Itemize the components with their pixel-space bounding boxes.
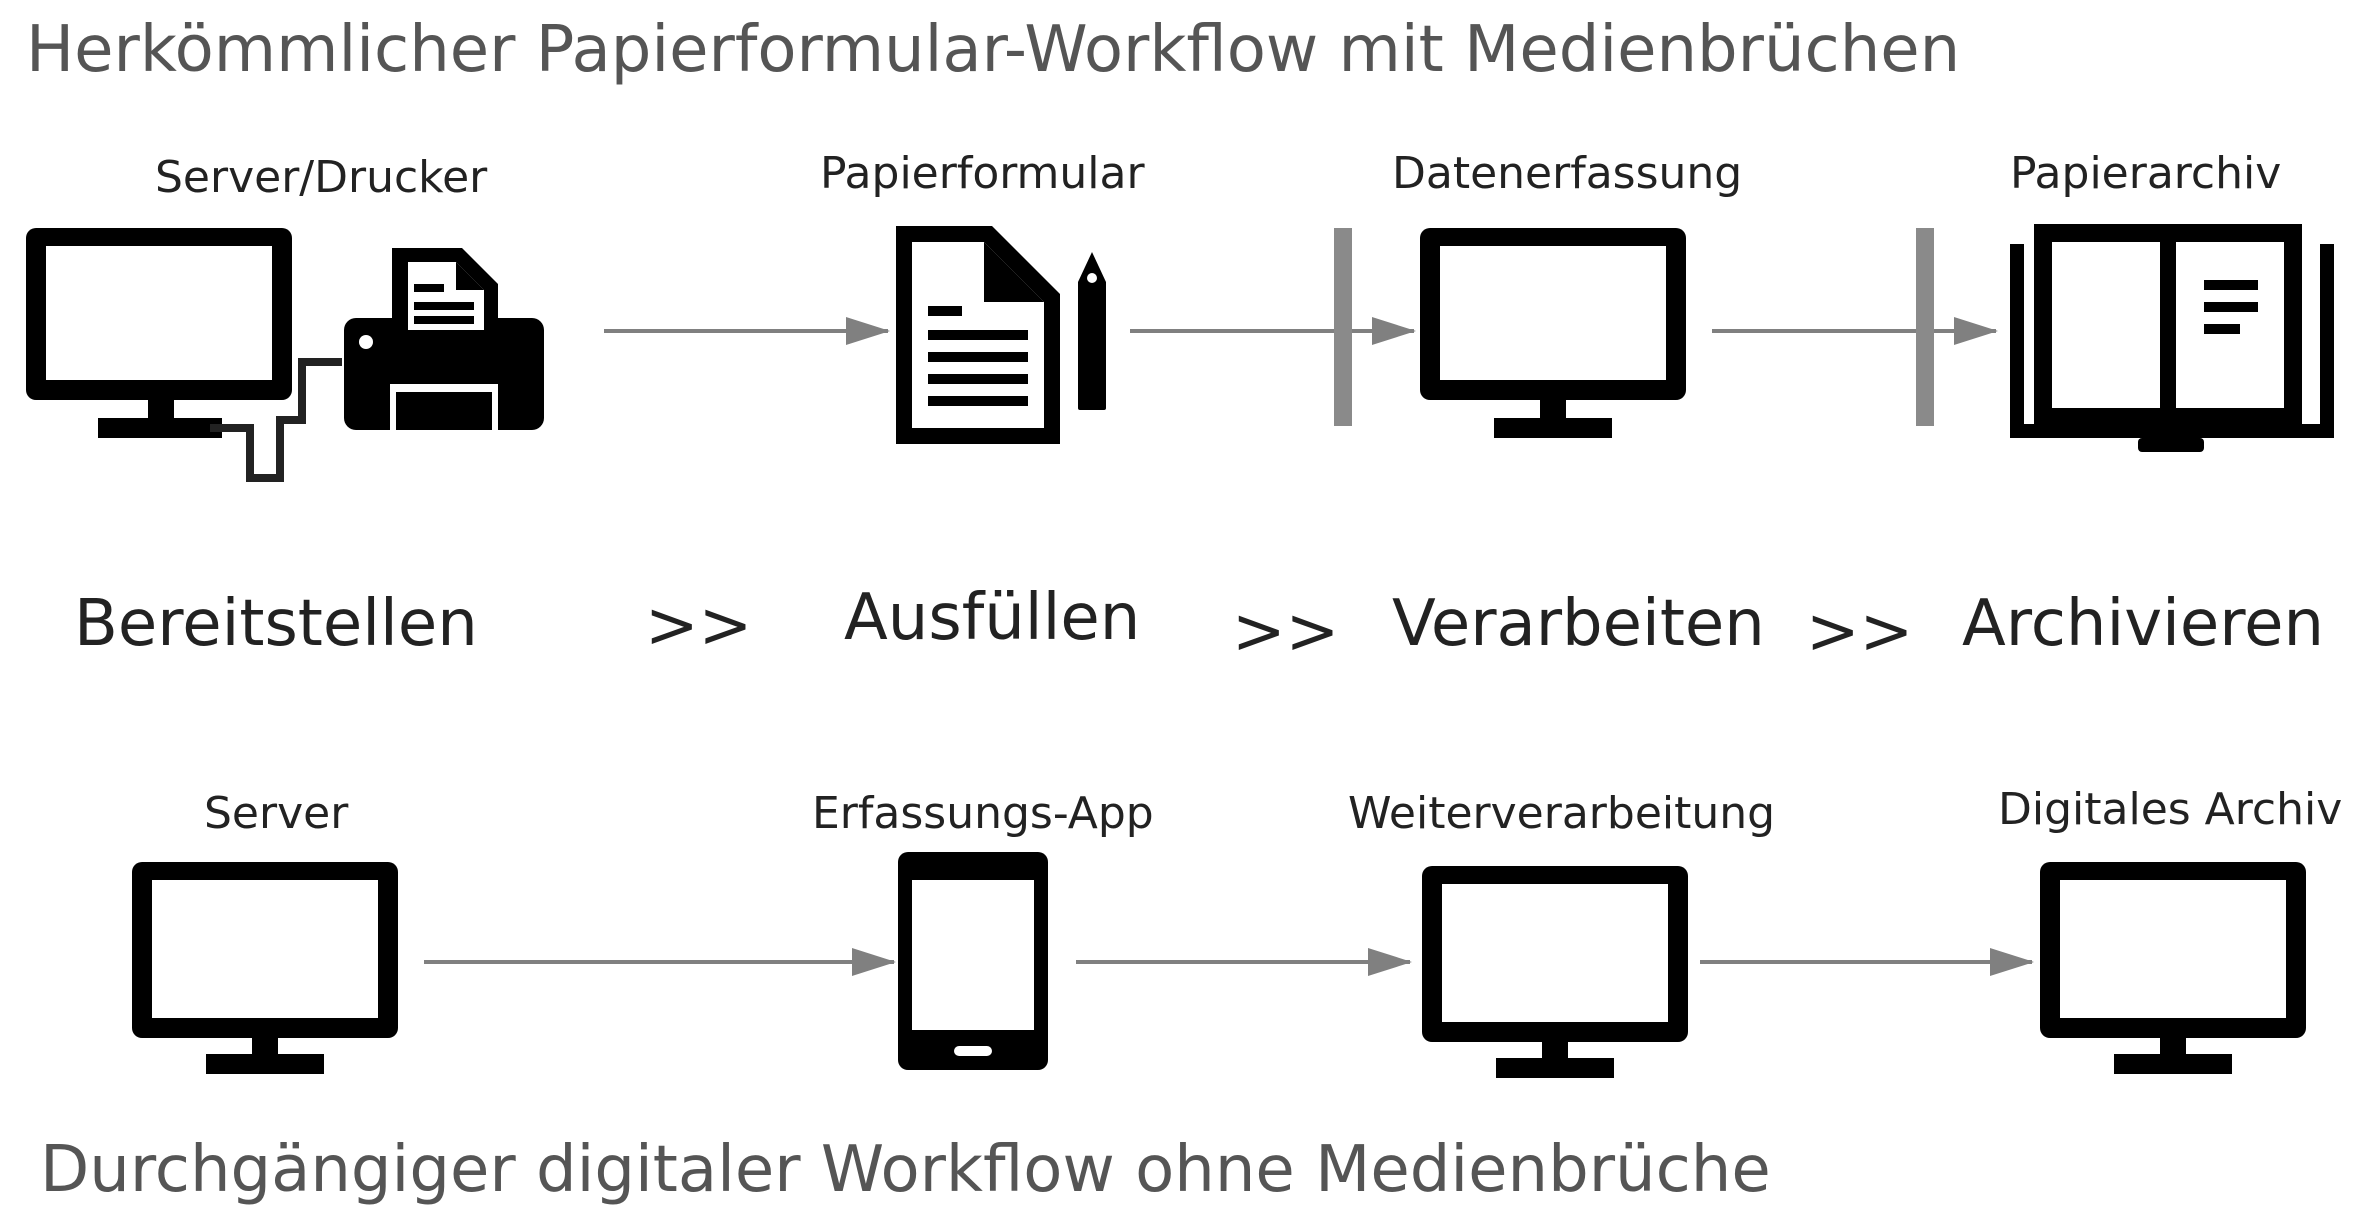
label-digitales-archiv: Digitales Archiv bbox=[1998, 784, 2343, 835]
stage-separator-3: >> bbox=[1806, 595, 1914, 669]
label-weiterverarbeitung: Weiterverarbeitung bbox=[1348, 788, 1776, 839]
stage-separator-2: >> bbox=[1232, 595, 1340, 669]
label-papierformular: Papierformular bbox=[820, 148, 1145, 199]
monitor-icon bbox=[26, 228, 292, 438]
monitor-icon bbox=[2040, 862, 2306, 1074]
label-server-drucker: Server/Drucker bbox=[155, 152, 488, 203]
label-papierarchiv: Papierarchiv bbox=[2010, 148, 2282, 199]
stage-separator-1: >> bbox=[645, 589, 753, 663]
tablet-icon bbox=[898, 852, 1048, 1070]
top-title: Herkömmlicher Papierformular-Workflow mi… bbox=[26, 13, 1961, 87]
monitor-icon bbox=[1422, 866, 1688, 1078]
media-break-icon bbox=[1334, 228, 1352, 426]
book-archive-icon bbox=[2010, 224, 2334, 452]
bottom-title: Durchgängiger digitaler Workflow ohne Me… bbox=[40, 1133, 1771, 1207]
monitor-icon bbox=[1420, 228, 1686, 438]
stage-bereitstellen: Bereitstellen bbox=[74, 587, 478, 661]
stage-archivieren: Archivieren bbox=[1962, 587, 2325, 661]
stage-ausfuellen: Ausfüllen bbox=[844, 581, 1141, 655]
cable-icon bbox=[210, 358, 342, 482]
stage-verarbeiten: Verarbeiten bbox=[1392, 587, 1765, 661]
monitor-icon bbox=[132, 862, 398, 1074]
label-datenerfassung: Datenerfassung bbox=[1392, 148, 1743, 199]
label-erfassungs-app: Erfassungs-App bbox=[812, 788, 1154, 839]
paper-form-icon bbox=[896, 226, 1060, 444]
label-server: Server bbox=[204, 788, 349, 839]
media-break-icon bbox=[1916, 228, 1934, 426]
printer-icon bbox=[344, 248, 544, 430]
pencil-icon bbox=[1078, 252, 1106, 410]
